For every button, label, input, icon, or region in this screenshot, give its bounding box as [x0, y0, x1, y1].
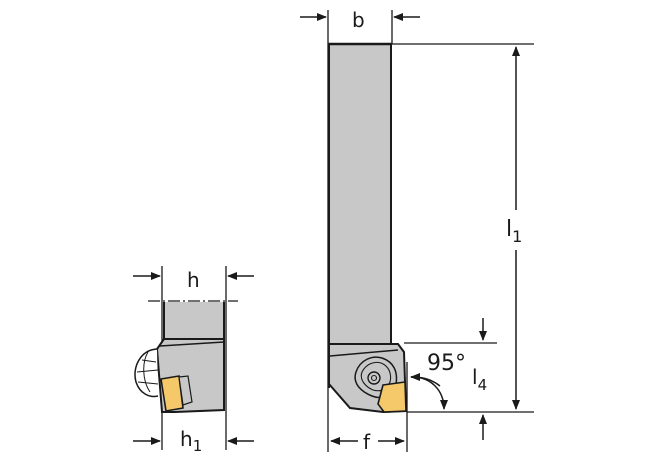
l1-label: l1 [506, 217, 522, 246]
angle-label: 95° [427, 351, 466, 376]
insert-side [160, 375, 184, 412]
h1-label: h1 [180, 427, 202, 455]
angle-arc [410, 376, 448, 410]
h-label: h [187, 268, 200, 292]
l4-label: l4 [472, 365, 487, 394]
b-label: b [352, 8, 365, 32]
top-view: b l1 l4 [300, 8, 534, 454]
f-label: f [363, 430, 371, 454]
insert-top [377, 381, 407, 413]
side-view: h h1 [133, 266, 254, 455]
